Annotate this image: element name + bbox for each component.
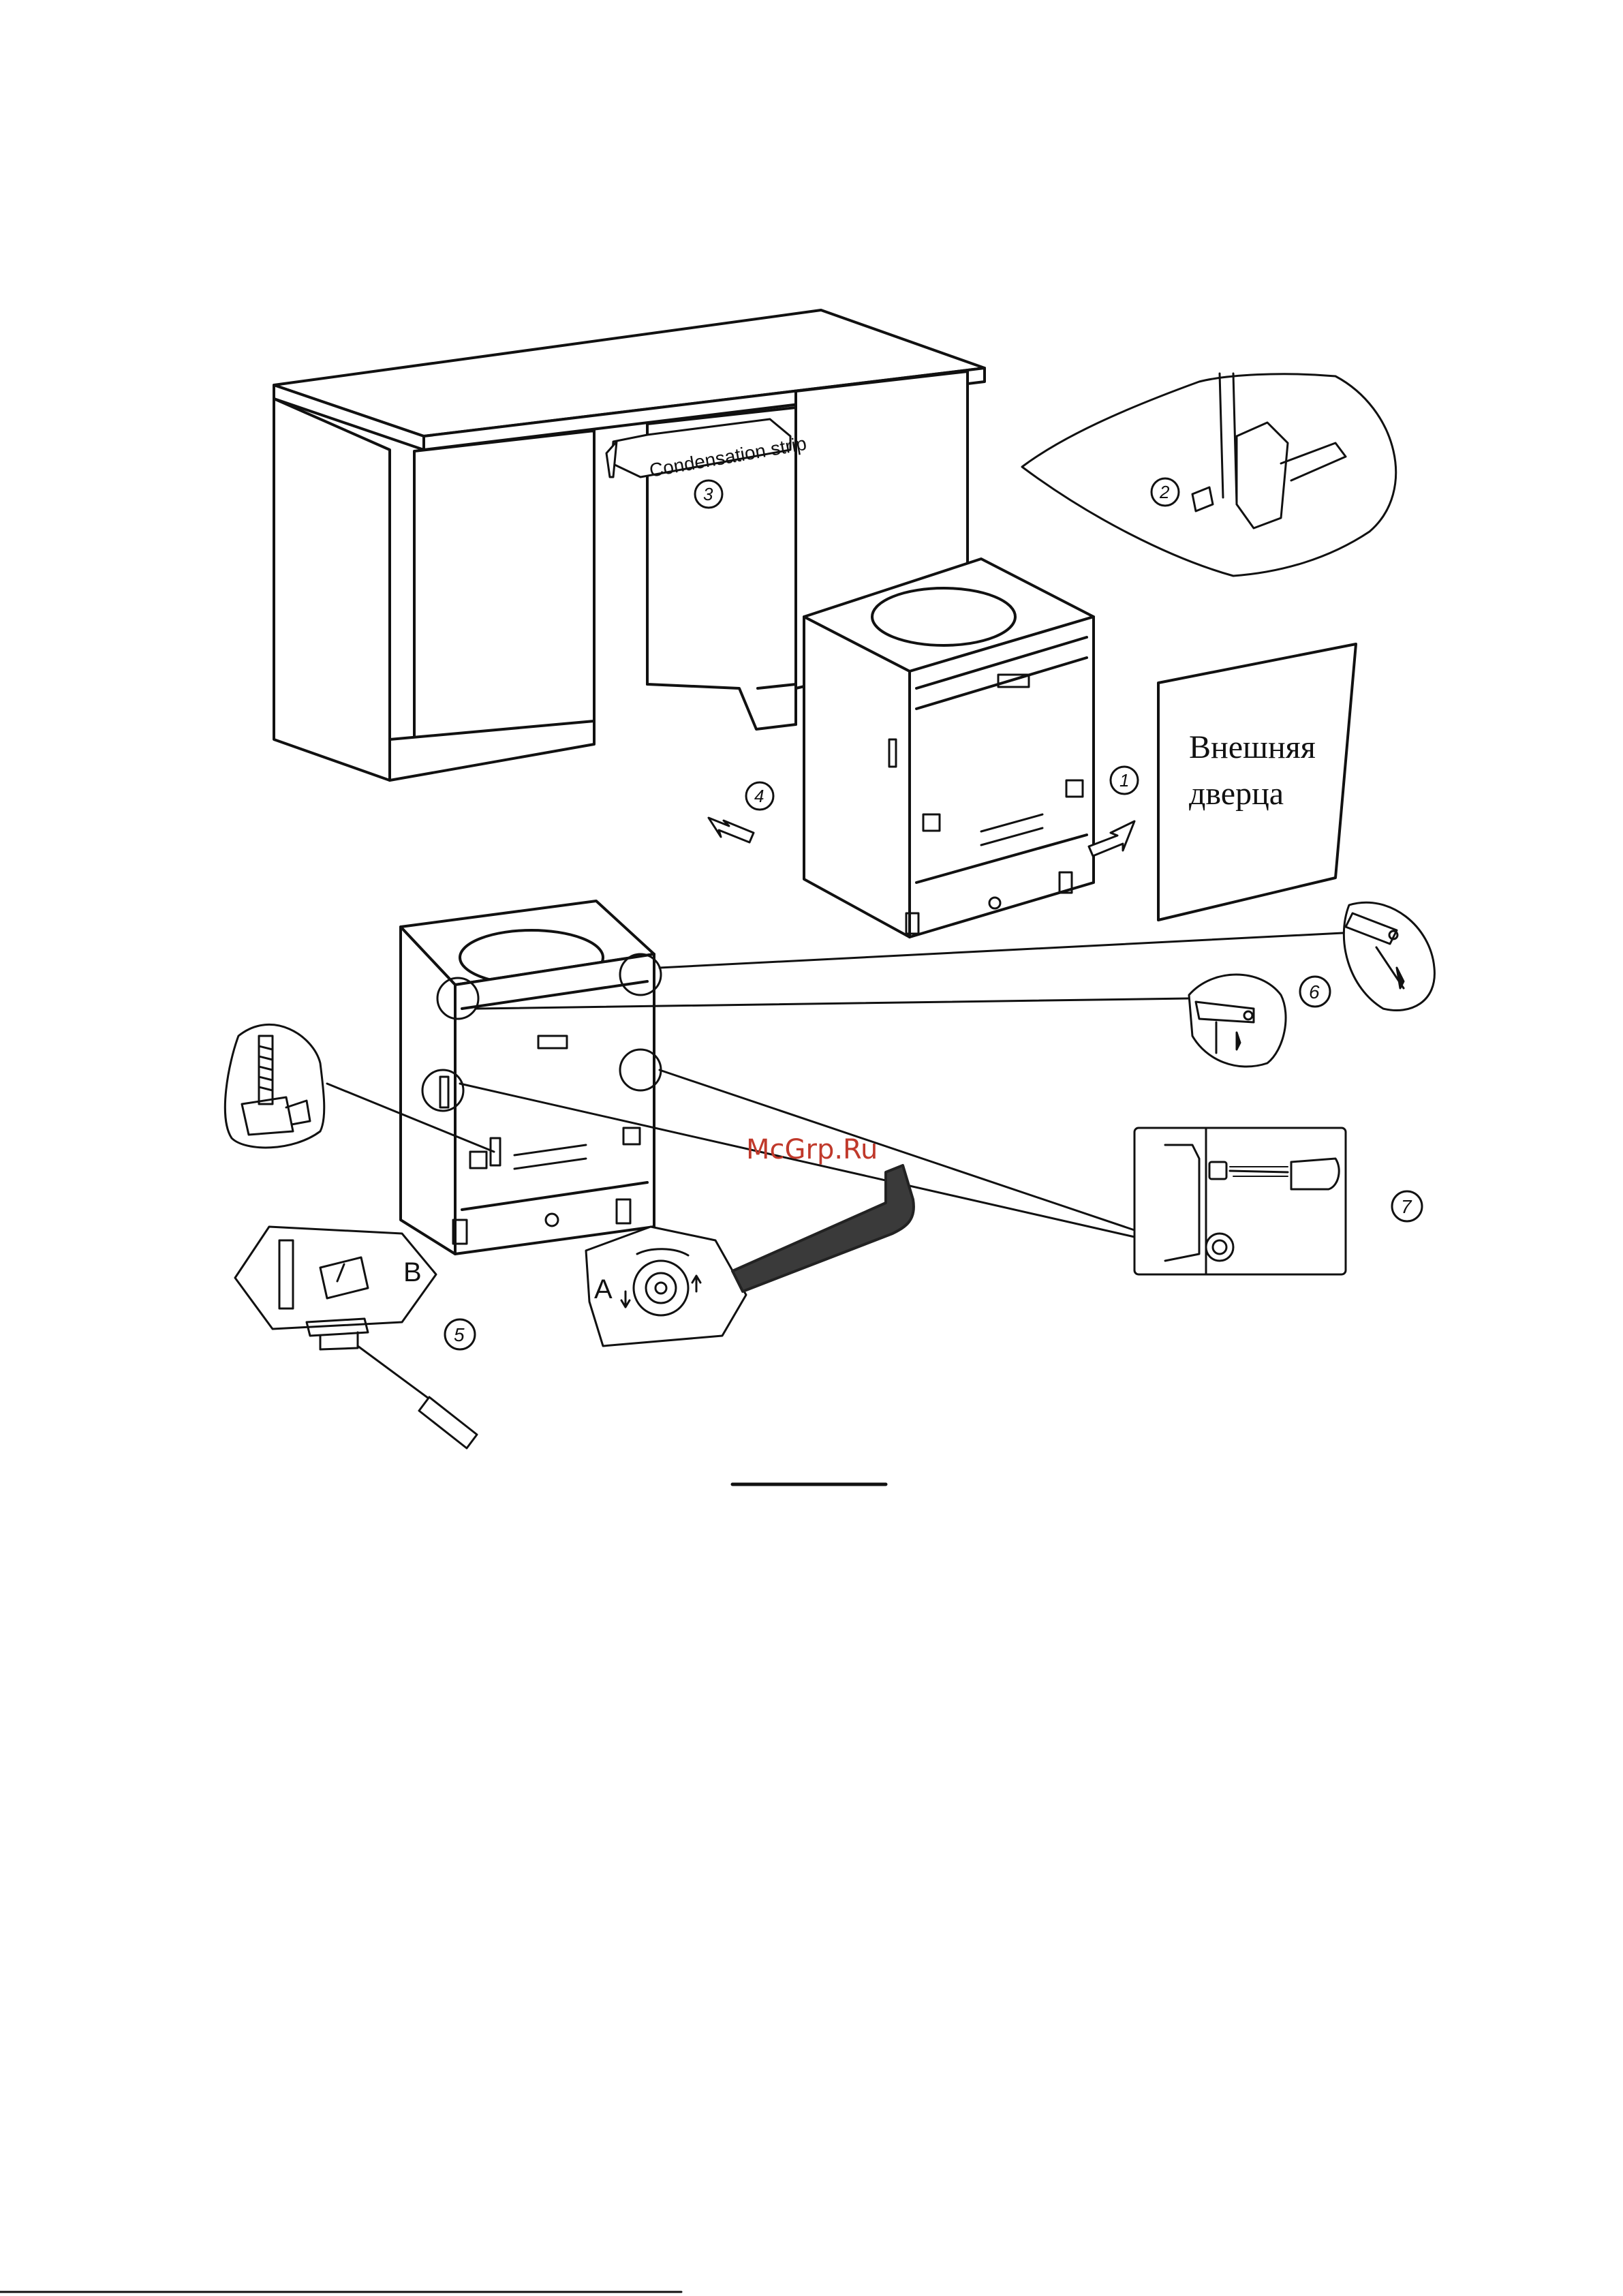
hex-key-wrench <box>732 1165 914 1291</box>
push-arrow-1 <box>1089 821 1134 856</box>
push-arrow-4 <box>709 818 754 842</box>
screw-detail-box <box>1134 1128 1346 1274</box>
step-7-label: 7 <box>1401 1196 1412 1217</box>
bracket-callout-top <box>1344 902 1434 1010</box>
bracket-callout-bottom <box>1189 975 1286 1067</box>
leveling-foot-detail <box>225 1024 324 1148</box>
step-3-label: 3 <box>703 484 713 504</box>
outer-door-label-line2: дверца <box>1189 776 1284 812</box>
dishwasher-upper <box>804 559 1094 937</box>
step-6-label: 6 <box>1309 981 1320 1002</box>
label-A: A <box>594 1274 613 1304</box>
step-5-label: 5 <box>454 1324 465 1345</box>
watermark: McGrp.Ru <box>746 1134 878 1165</box>
step-1-label: 1 <box>1119 770 1129 791</box>
rear-adjustment-detail <box>235 1227 477 1448</box>
outer-door-label-line1: Внешняя <box>1189 729 1316 765</box>
hinge-detail <box>1022 373 1396 576</box>
step-4-label: 4 <box>754 786 764 806</box>
dishwasher-lower <box>401 901 661 1254</box>
label-B: B <box>403 1257 422 1287</box>
step-2-label: 2 <box>1159 482 1170 502</box>
